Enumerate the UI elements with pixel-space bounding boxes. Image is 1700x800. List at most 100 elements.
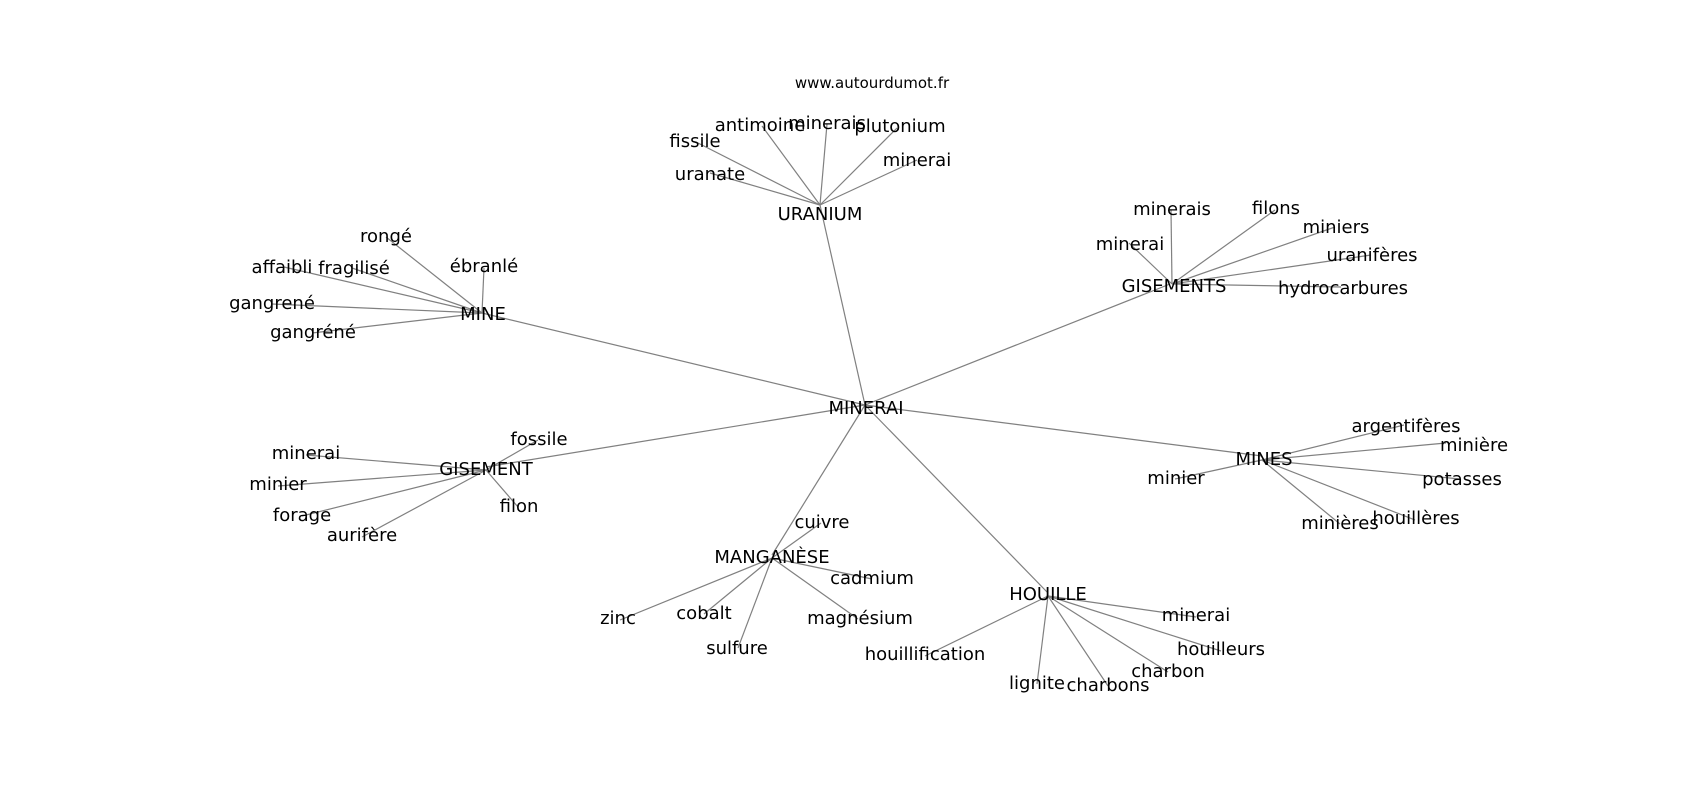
edge-center-gisement [485,404,866,468]
edge-center-mine [481,312,866,406]
edge-houille-houillification [924,595,1049,657]
node-leaf: sulfure [706,638,768,659]
edge-center-gisements [864,283,1171,406]
edge-uranium-fissile [695,141,821,206]
node-leaf: ébranlé [450,256,518,277]
node-leaf: filon [500,496,539,517]
node-leaf: houilleurs [1177,639,1265,660]
node-leaf: affaibli [252,257,313,278]
node-cluster-gisement: GISEMENT [439,459,533,480]
edge-gisement-forage [301,469,487,517]
edge-manganese-cuivre [771,522,822,559]
node-cluster-uranium: URANIUM [778,204,863,225]
node-leaf: minerais [788,113,866,134]
edge-gisements-uraniferes [1171,254,1372,285]
node-leaf: minerai [1096,234,1164,255]
node-leaf: fossile [510,429,567,450]
edge-houille-lignite [1036,595,1049,685]
node-leaf: cobalt [676,603,731,624]
edge-mine-fragilise [351,267,483,314]
edge-uranium-minerai [819,159,918,206]
node-leaf: filons [1252,198,1300,219]
edge-mines-minieres [1261,459,1341,525]
node-leaf: charbon [1131,661,1205,682]
edge-manganese-zinc [619,557,773,621]
node-leaf: gangréné [270,322,356,343]
edge-mines-argentiferes [1261,424,1405,461]
source-label: www.autourdumot.fr [795,74,950,92]
node-leaf: potasses [1422,469,1502,490]
edge-mine-gangrene [271,303,483,314]
edge-manganese-cadmium [771,557,873,580]
node-leaf: hydrocarbures [1278,278,1408,299]
node-leaf: minerai [1162,605,1230,626]
edge-mines-potasses [1261,459,1461,480]
node-leaf: gangrené [229,293,315,314]
node-leaf: houillification [865,644,986,665]
graph-edges [271,123,1461,687]
node-leaf: minier [249,474,307,495]
edge-manganese-sulfure [737,557,773,649]
edge-houille-charbon [1047,595,1169,673]
edge-center-mines [864,404,1263,457]
edge-mine-ronge [385,236,483,314]
edge-gisement-minier [277,469,487,487]
node-leaf: plutonium [854,116,945,137]
edge-mine-affaibli [283,266,483,314]
node-cluster-houille: HOUILLE [1009,584,1087,605]
node-leaf: minière [1440,435,1508,456]
node-cluster-mines: MINES [1235,449,1292,470]
edge-gisements-minerais [1170,209,1173,285]
edge-uranium-uranate [709,172,821,206]
edge-center-uranium [819,204,866,406]
node-leaf: uranifères [1326,245,1417,266]
node-center: MINERAI [828,398,903,419]
node-leaf: minerais [1133,199,1211,220]
edge-mines-miniere [1261,442,1447,461]
edge-center-houille [864,404,1049,594]
edge-center-manganese [771,404,866,556]
node-leaf: fissile [669,131,720,152]
node-leaf: antimoine [715,115,806,136]
node-leaf: minières [1301,513,1378,534]
node-leaf: cuivre [794,512,849,533]
node-leaf: minerai [883,150,951,171]
node-leaf: charbons [1067,675,1150,696]
edge-uranium-plutonium [819,127,898,206]
edge-gisements-hydrocarbures [1171,283,1342,288]
edge-mine-gangrene-2 [311,312,483,334]
node-cluster-gisements: GISEMENTS [1122,276,1227,297]
edge-mines-minier [1174,459,1263,480]
node-leaf: forage [273,505,331,526]
edge-gisement-fossile [485,439,539,471]
edge-gisement-minerai [305,454,487,471]
edge-gisements-minerai [1128,242,1173,285]
node-leaf: lignite [1009,673,1065,694]
node-leaf: magnésium [807,608,913,629]
edge-gisement-aurifere [361,469,487,538]
edge-uranium-antimoine [761,125,821,206]
node-leaf: argentifères [1352,416,1461,437]
node-leaf: houillères [1372,508,1459,529]
graph-labels: www.autourdumot.fr MINERAI URANIUM antim… [229,74,1508,696]
edge-houille-houilleurs [1047,595,1222,652]
edge-gisements-miniers [1171,226,1336,285]
node-leaf: cadmium [830,568,914,589]
node-leaf: aurifère [327,525,397,546]
node-cluster-mine: MINE [460,304,506,325]
node-leaf: zinc [600,608,636,629]
edge-manganese-magnesium [771,557,859,620]
edge-gisements-filons [1171,209,1276,285]
node-leaf: uranate [675,164,745,185]
node-leaf: fragilisé [318,258,390,279]
node-leaf: minerai [272,443,340,464]
node-leaf: minier [1147,468,1205,489]
edge-houille-charbons [1047,595,1109,687]
edge-mines-houilleres [1261,459,1416,521]
node-leaf: rongé [360,226,412,247]
edge-houille-minerai [1047,595,1197,618]
edge-mine-ebranle [481,267,485,314]
edge-gisement-filon [485,469,519,508]
node-cluster-manganese: MANGANÈSE [714,546,829,568]
